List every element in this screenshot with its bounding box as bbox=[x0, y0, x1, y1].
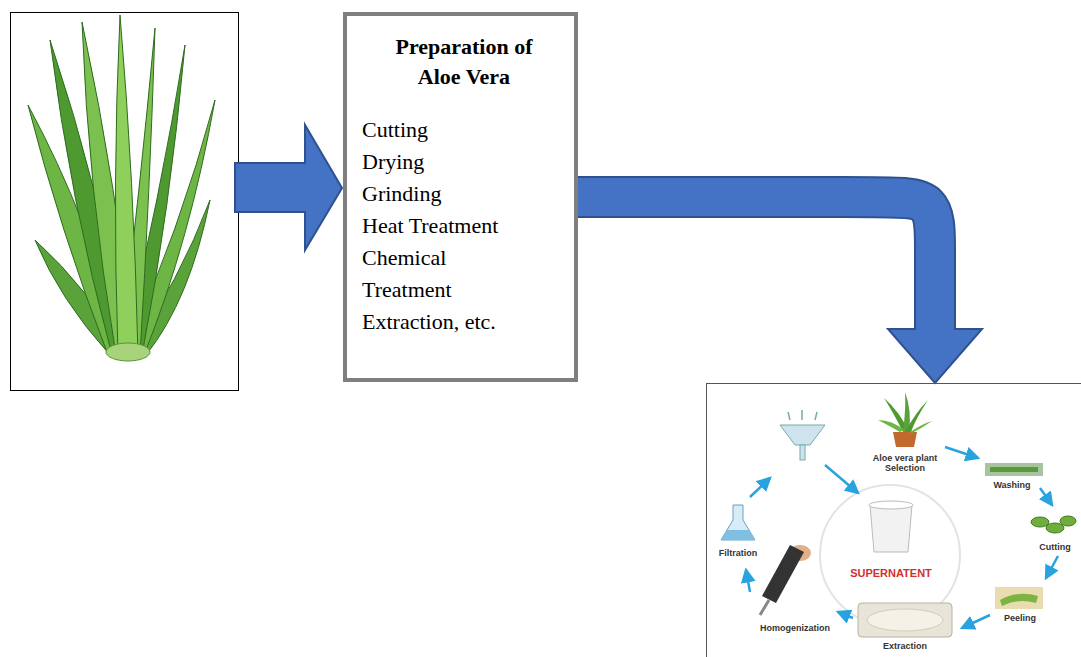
plant-leaf bbox=[878, 420, 904, 432]
picture-frame bbox=[11, 13, 239, 391]
process-box: Preparation of Aloe VeraCuttingDryingGri… bbox=[343, 12, 578, 382]
step-item: Grinding bbox=[362, 178, 537, 210]
extraction-gel bbox=[867, 609, 943, 631]
plant-pot bbox=[893, 432, 917, 447]
process-cycle-figure bbox=[721, 392, 1076, 637]
aloe-plant bbox=[28, 15, 215, 361]
flask-liquid bbox=[721, 530, 755, 540]
cycle-arrow bbox=[962, 615, 990, 628]
box-heading: Preparation of Aloe Vera bbox=[374, 32, 554, 92]
cycle-arrow bbox=[825, 465, 858, 493]
block-arrow bbox=[235, 125, 342, 250]
plant-leaf bbox=[905, 400, 928, 432]
step-label: Cutting bbox=[1030, 542, 1080, 552]
step-item: Cutting bbox=[362, 114, 537, 146]
step-label: Homogenization bbox=[750, 623, 840, 633]
arrow-outline bbox=[578, 197, 935, 331]
peeling-image bbox=[995, 587, 1043, 609]
step-label: Aloe vera plant Selection bbox=[869, 453, 941, 473]
arrow-head bbox=[888, 329, 982, 383]
cycle-arrow bbox=[746, 570, 750, 592]
extraction-bowl bbox=[858, 603, 952, 637]
peel-strip bbox=[1000, 594, 1038, 606]
step-item: Drying bbox=[362, 146, 537, 178]
step-item: Extraction, etc. bbox=[362, 306, 537, 338]
funnel bbox=[780, 425, 825, 445]
flow-arrow bbox=[578, 197, 982, 383]
step-label: Extraction bbox=[870, 641, 940, 651]
arrow-shaft bbox=[578, 197, 935, 331]
plant-leaf bbox=[910, 421, 932, 433]
cut-piece bbox=[1060, 516, 1076, 526]
step-label: Filtration bbox=[708, 548, 768, 558]
homogenizer-body bbox=[762, 545, 804, 603]
step-label: Peeling bbox=[995, 613, 1045, 623]
cut-piece bbox=[1031, 517, 1049, 527]
step-label: Washing bbox=[982, 480, 1042, 490]
cut-piece bbox=[1046, 523, 1064, 533]
spray-lines bbox=[788, 410, 817, 420]
cycle-arrow bbox=[1046, 556, 1058, 578]
tub-lid bbox=[869, 501, 913, 509]
cycle-arrow bbox=[838, 612, 853, 618]
center-label: SUPERNATENT bbox=[850, 567, 932, 579]
cycle-arrow bbox=[945, 447, 978, 458]
funnel-stem bbox=[800, 445, 805, 460]
step-item: Heat Treatment bbox=[362, 210, 537, 242]
aloe-leaf bbox=[115, 15, 138, 355]
homogenizer-shaft bbox=[760, 600, 769, 615]
washing-leaf bbox=[990, 467, 1038, 472]
washing-image bbox=[985, 463, 1043, 476]
aloe-base bbox=[106, 343, 150, 361]
filtration-flask bbox=[721, 505, 755, 540]
cycle-arrow bbox=[1040, 488, 1052, 505]
cycle-arrow bbox=[750, 478, 770, 497]
step-item: Chemical Treatment bbox=[362, 242, 537, 306]
cycle-arrows bbox=[746, 447, 1058, 628]
supernatant-tub bbox=[870, 505, 912, 552]
